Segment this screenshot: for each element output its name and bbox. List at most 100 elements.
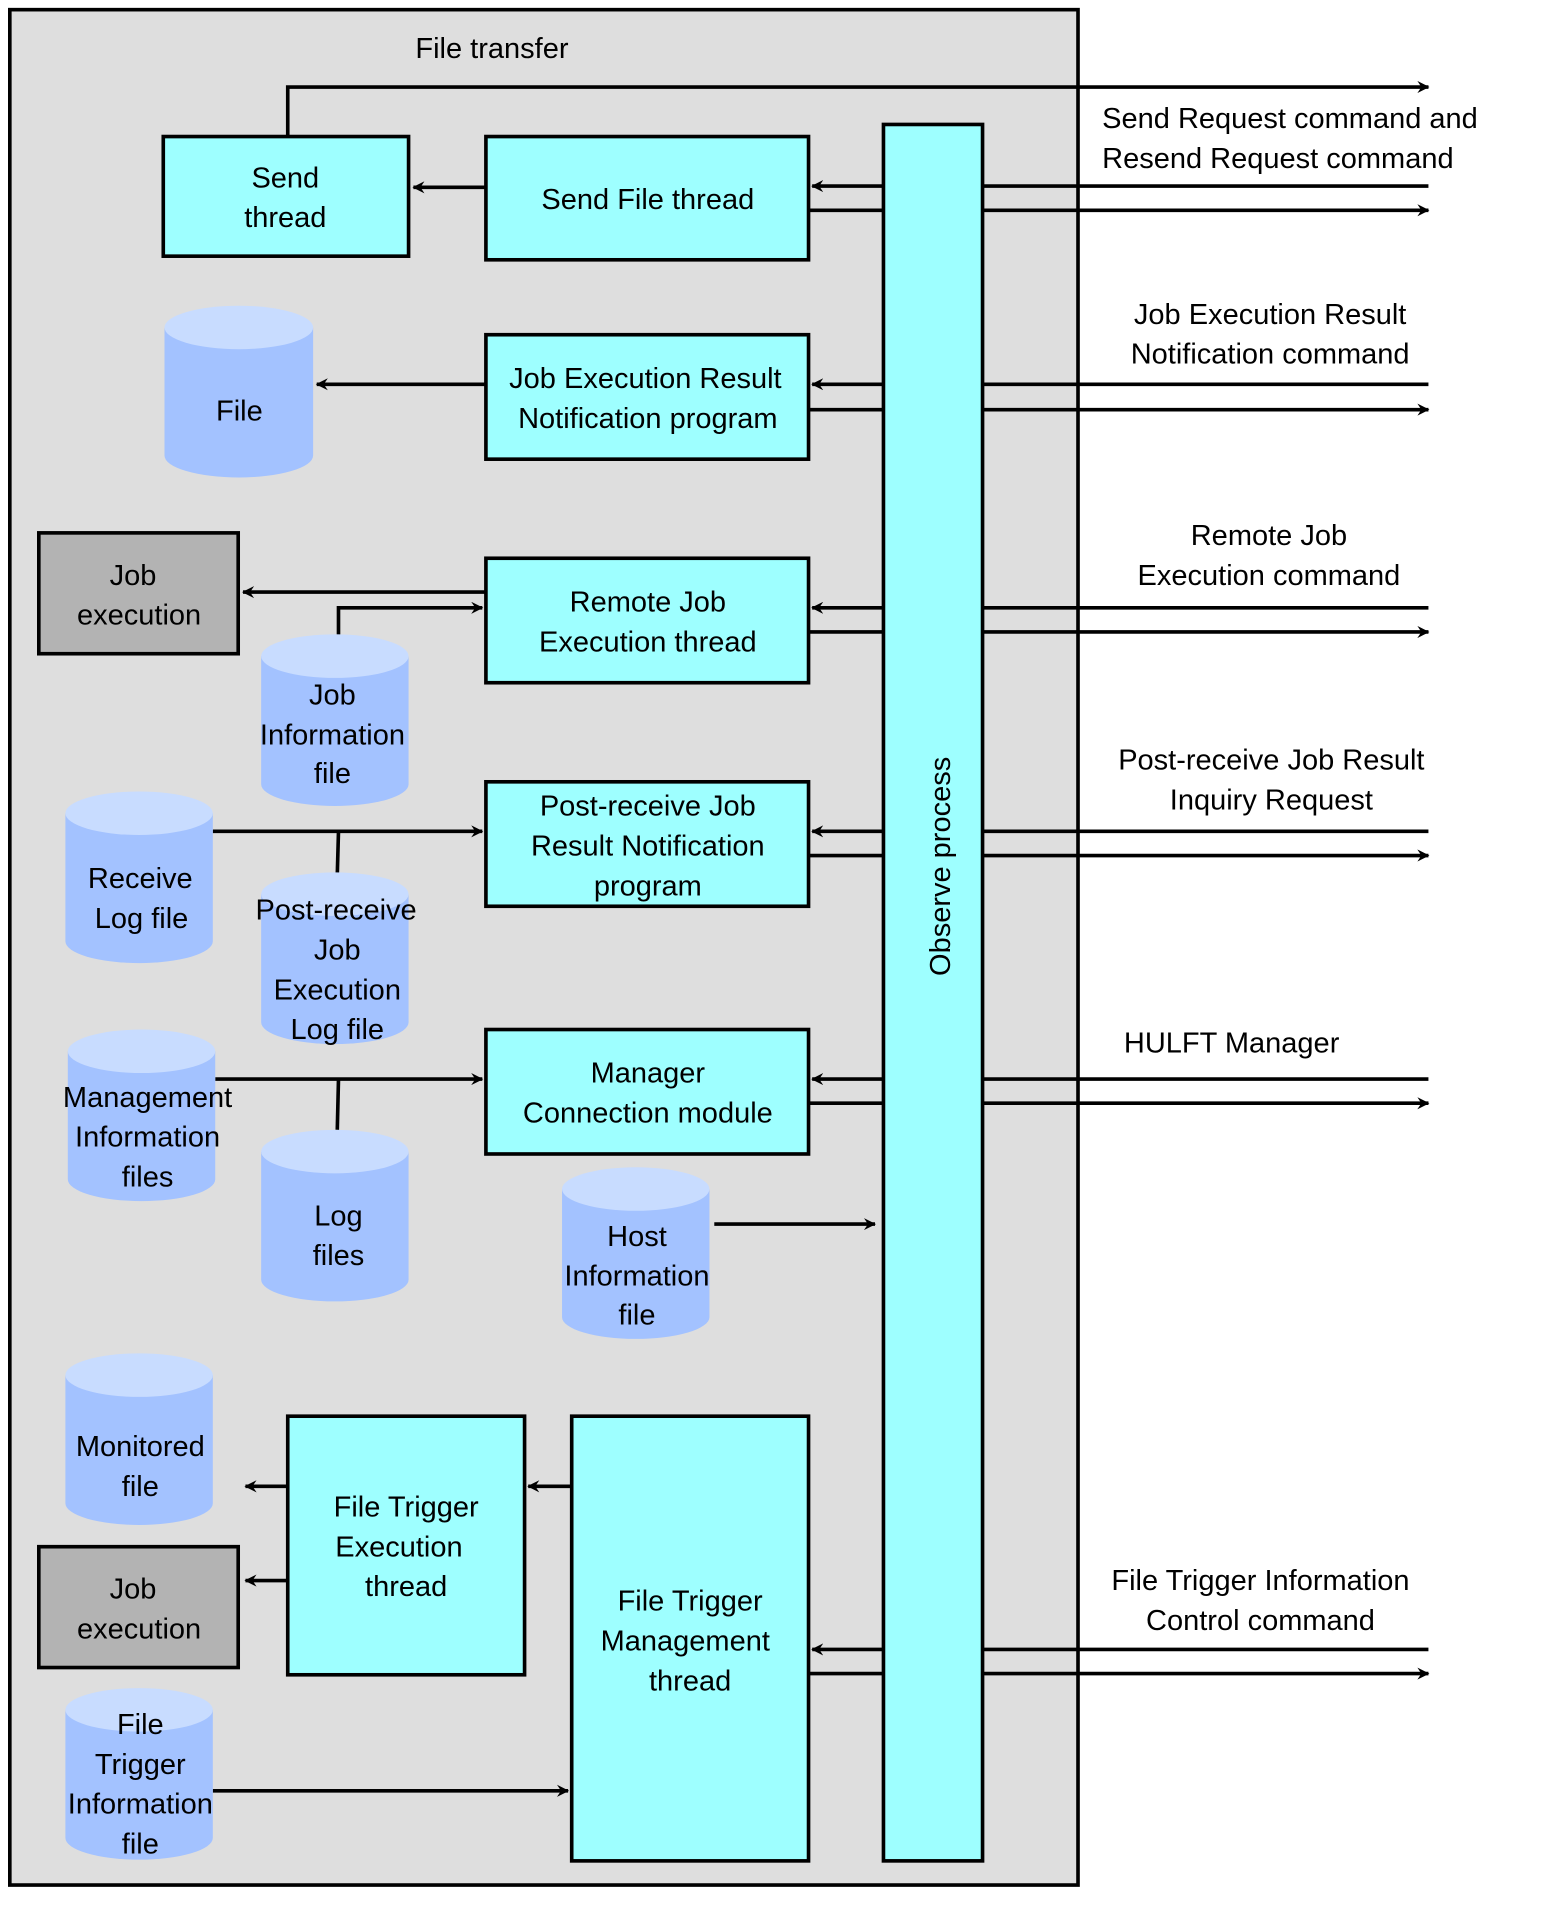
box-shape: [881, 122, 985, 1863]
box-shape: [484, 779, 811, 909]
ft-info-file-cylinder: File Trigger Information file: [65, 1688, 213, 1861]
cylinder-body: [65, 1375, 213, 1525]
label-text: file: [618, 1299, 655, 1331]
post-receive-inquiry-label: Post-receive Job Result Inquiry Request: [1118, 745, 1424, 817]
label-text: Receive: [88, 863, 193, 895]
frame-title: File transfer: [415, 33, 568, 65]
box-shape: [285, 1414, 527, 1677]
send-file-thread-box: Send File thread: [484, 134, 811, 262]
label-text: Post-receive Job Result: [1118, 745, 1424, 777]
label-text: Execution command: [1138, 560, 1401, 592]
box-shape: [37, 531, 241, 656]
management-info-files-cylinder: Management Information files: [63, 1029, 232, 1202]
label-text: Manager: [591, 1058, 706, 1090]
remote-job-command-label: Remote Job Execution command: [1138, 520, 1401, 592]
label-text: Control command: [1146, 1605, 1375, 1637]
post-receive-log-connector: [335, 831, 341, 875]
cylinder-top: [65, 791, 213, 835]
label-text: file: [122, 1471, 159, 1503]
label-text: File Trigger Information: [1111, 1565, 1409, 1597]
cylinder-top: [562, 1167, 710, 1211]
label-text: Send: [251, 162, 319, 194]
label-text: thread: [649, 1665, 731, 1697]
job-exec-result-command-label: Job Execution Result Notification comman…: [1131, 299, 1410, 371]
job-info-file-cylinder: Job Information file: [260, 634, 409, 806]
observe-process: Observe process: [881, 122, 985, 1863]
label-text: HULFT Manager: [1124, 1027, 1340, 1059]
label-text: program: [594, 870, 702, 902]
label-text: Job: [309, 679, 356, 711]
label-text: Information: [564, 1261, 709, 1293]
label-text: Information: [260, 719, 405, 751]
label-text: Execution: [335, 1531, 462, 1563]
label-text: File: [117, 1709, 164, 1741]
label-text: Job Execution Result: [1134, 299, 1406, 331]
receive-log-file-cylinder: Receive Log file: [65, 791, 213, 964]
box-shape: [161, 134, 411, 258]
cylinder-top: [65, 1688, 213, 1732]
connectors: [212, 80, 1430, 1797]
ft-exec-thread-box: File Trigger Execution thread: [285, 1414, 527, 1677]
cylinder-top: [67, 1029, 216, 1074]
log-files-cylinder: Log files: [261, 1129, 409, 1302]
cylinder-body: [261, 894, 409, 1045]
label-text: Result Notification: [531, 831, 765, 863]
label-text: Log file: [291, 1014, 385, 1046]
host-info-file-cylinder: Host Information file: [562, 1167, 709, 1339]
label-text: Send Request command and: [1102, 103, 1478, 135]
send-request-command-label: Send Request command and Resend Request …: [1102, 103, 1478, 175]
box-shape: [484, 332, 811, 461]
label-text: File Trigger: [618, 1586, 763, 1618]
label-text: Management: [63, 1082, 232, 1114]
label-text: Host: [607, 1221, 667, 1253]
label-text: Resend Request command: [1102, 143, 1453, 175]
label-text: Log: [314, 1200, 362, 1232]
cylinder-top: [261, 1129, 409, 1174]
label-text: Log file: [95, 903, 189, 935]
cylinder-body: [65, 1709, 213, 1860]
label-text: Inquiry Request: [1170, 785, 1373, 817]
label-text: Trigger: [95, 1749, 186, 1781]
job-execution-box-1: Job execution: [37, 531, 241, 656]
post-receive-program-box: Post-receive Job Result Notification pro…: [484, 779, 811, 909]
cylinder-body: [164, 327, 314, 478]
label-text: file: [314, 758, 351, 790]
label-text: Execution thread: [539, 626, 757, 658]
file-trigger-command-label: File Trigger Information Control command: [1111, 1565, 1409, 1637]
cylinder-top: [65, 1353, 213, 1397]
log-files-connector: [335, 1079, 341, 1130]
box-shape: [484, 1027, 811, 1156]
cylinder-body: [261, 656, 409, 806]
label-text: File Trigger: [334, 1491, 479, 1523]
label-text: Monitored: [76, 1431, 205, 1463]
label-text: thread: [244, 202, 326, 234]
cylinder-body: [65, 813, 213, 964]
cylinder-body: [562, 1189, 710, 1339]
job-execution-box-2: Job execution: [37, 1544, 241, 1670]
label-text: Connection module: [523, 1098, 773, 1130]
label-text: Notification command: [1131, 339, 1410, 371]
label-text: Notification program: [518, 403, 778, 435]
box-shape: [569, 1414, 811, 1863]
label-text: files: [313, 1240, 365, 1272]
label-text: Job: [314, 934, 361, 966]
cylinder-body: [67, 1051, 216, 1202]
label-text: execution: [77, 600, 201, 632]
label-text: thread: [365, 1571, 447, 1603]
cylinder-top: [164, 305, 314, 350]
cylinder-top: [261, 872, 409, 916]
label-text: file: [122, 1829, 159, 1861]
cylinder-body: [261, 1151, 409, 1302]
post-receive-log-file-cylinder: Post-receive Job Execution Log file: [255, 872, 417, 1046]
label-text: Post-receive Job: [540, 791, 756, 823]
label-text: Remote Job: [570, 586, 726, 618]
label-text: File: [216, 396, 263, 428]
send-thread-box: Send thread: [161, 134, 411, 258]
box-shape: [484, 556, 811, 685]
ft-mgmt-thread-box: File Trigger Management thread: [569, 1414, 811, 1863]
label-text: Information: [68, 1789, 213, 1821]
label-text: Send File thread: [541, 184, 754, 216]
label-text: Post-receive: [255, 895, 416, 927]
label-text: Job: [110, 1574, 157, 1606]
